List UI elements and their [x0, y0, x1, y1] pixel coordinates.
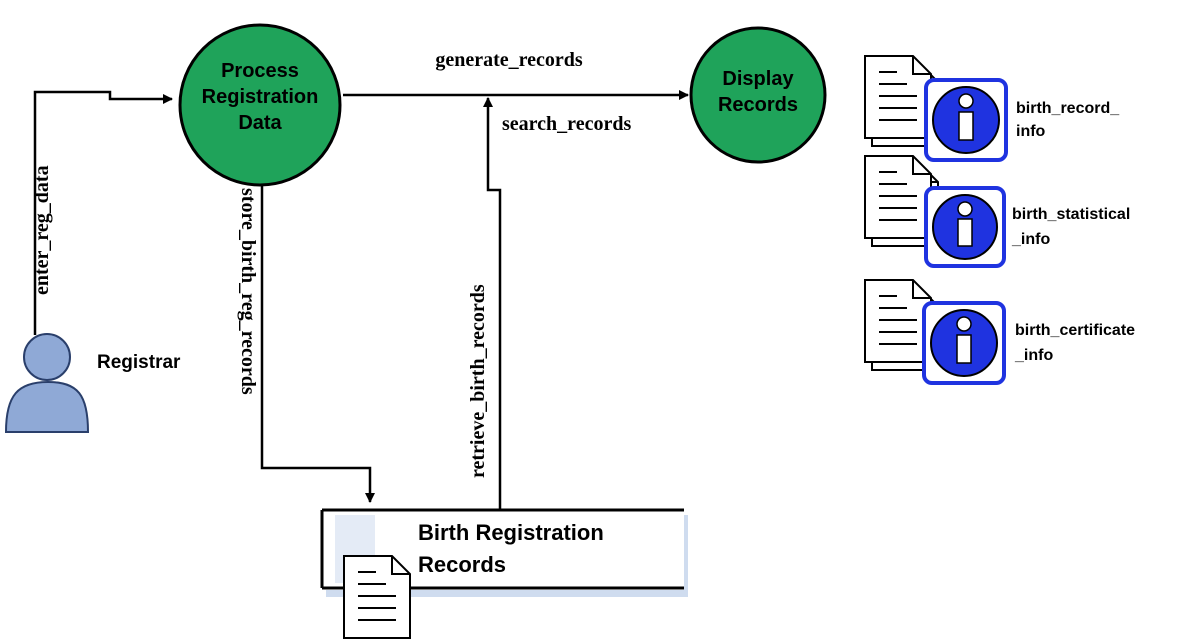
process-label-line: Records: [718, 94, 798, 116]
process-display-records[interactable]: Display Records: [689, 26, 827, 164]
document-icon: [864, 55, 932, 139]
output-label-line: birth_certificate: [1015, 322, 1135, 339]
data-store-label-line: Birth Registration: [418, 520, 604, 545]
output-birth-record-info[interactable]: birth_record_ info: [864, 55, 1120, 162]
actor-registrar[interactable]: Registrar: [4, 333, 181, 433]
info-icon: [924, 78, 1008, 162]
flow-label-generate-records: generate_records: [435, 49, 583, 71]
flow-label-retrieve-birth-records: retrieve_birth_records: [467, 284, 489, 478]
flow-retrieve-birth-records: [483, 97, 502, 510]
process-label-line: Display: [722, 68, 794, 90]
output-label-line: birth_statistical: [1012, 206, 1130, 223]
flow-label-store-birth-reg-records: store_birth_reg_records: [237, 188, 259, 395]
data-store-birth-registration-records[interactable]: Birth Registration Records: [320, 508, 688, 639]
data-store-label-line: Records: [418, 552, 506, 577]
flow-enter-reg-data: [33, 90, 173, 335]
process-registration-data[interactable]: Process Registration Data: [178, 23, 342, 187]
flow-label-search-records: search_records: [502, 113, 631, 135]
output-birth-certificate-info[interactable]: birth_certificate _info: [864, 279, 1135, 385]
output-label-line: birth_record_: [1016, 100, 1120, 117]
output-label-line: _info: [1014, 347, 1053, 364]
document-icon: [343, 555, 411, 639]
process-label-line: Process: [221, 60, 299, 82]
output-birth-statistical-info[interactable]: birth_statistical _info: [864, 155, 1130, 268]
document-icon: [864, 279, 932, 363]
document-icon: [864, 155, 932, 239]
process-label-line: Registration: [202, 86, 319, 108]
flow-store-birth-reg-records: [260, 178, 375, 503]
info-icon: [924, 186, 1006, 268]
flow-label-enter-reg-data: enter_reg_data: [31, 165, 53, 295]
process-label-line: Data: [238, 112, 282, 134]
actor-label: Registrar: [97, 352, 181, 373]
info-icon: [922, 301, 1006, 385]
output-label-line: info: [1016, 123, 1046, 140]
output-label-line: _info: [1011, 231, 1050, 248]
user-icon: [4, 333, 90, 433]
